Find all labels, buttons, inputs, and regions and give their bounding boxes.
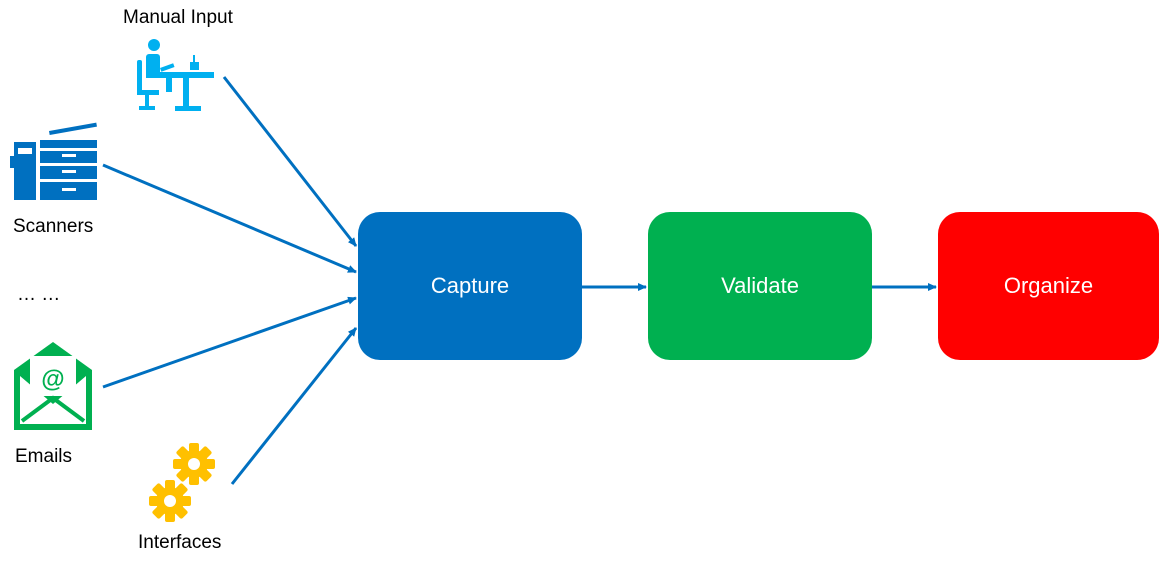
svg-text:@: @ bbox=[41, 366, 64, 393]
interfaces-label: Interfaces bbox=[138, 532, 222, 553]
arrow-emails-to-capture bbox=[102, 296, 357, 389]
validate-box: Validate bbox=[648, 212, 872, 360]
scanners-label: Scanners bbox=[13, 216, 94, 237]
capture-box: Capture bbox=[358, 212, 582, 360]
arrow-manual-to-capture bbox=[222, 76, 358, 247]
email-icon: @ bbox=[14, 342, 92, 430]
gears-icon bbox=[149, 443, 215, 522]
scanner-icon bbox=[10, 122, 97, 200]
arrow-interfaces-to-capture bbox=[230, 327, 358, 485]
arrow-scanners-to-capture bbox=[102, 163, 357, 274]
organize-box: Organize bbox=[938, 212, 1159, 360]
ellipsis-label: … … bbox=[17, 284, 61, 305]
emails-label: Emails bbox=[15, 446, 73, 467]
person-at-desk-icon bbox=[137, 39, 214, 111]
manual-input-label: Manual Input bbox=[123, 7, 233, 28]
